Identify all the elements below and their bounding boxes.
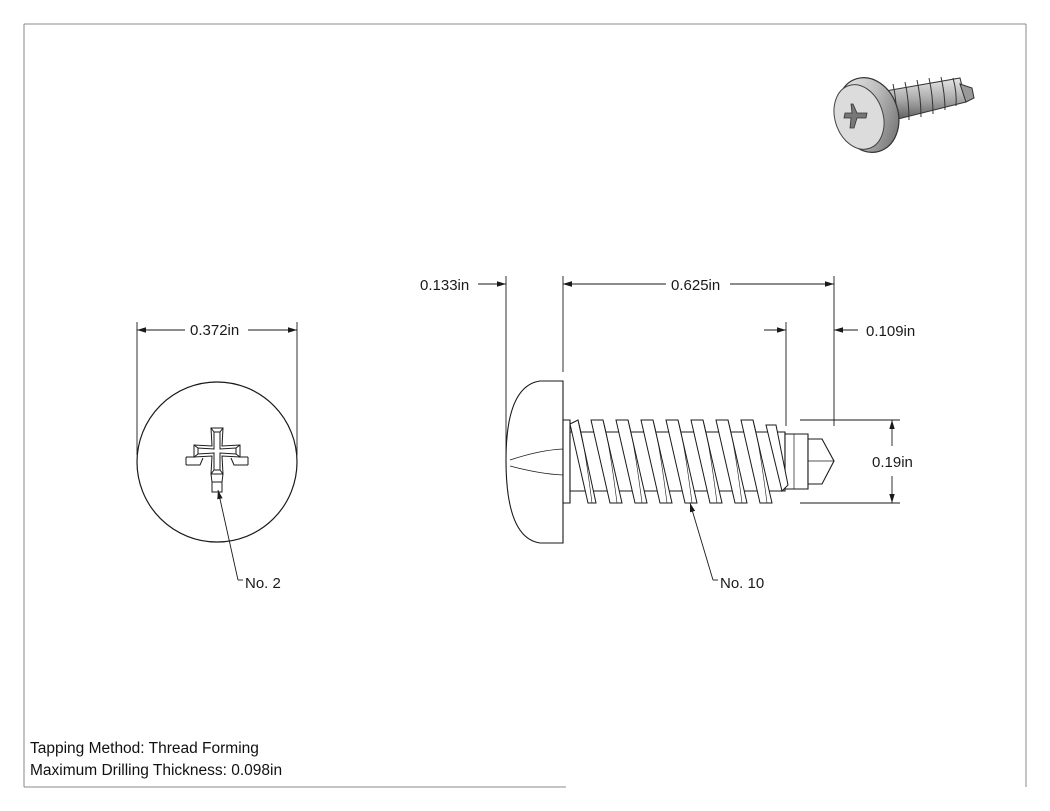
point-length-dimension xyxy=(764,322,858,426)
screw-3d-render-icon xyxy=(833,76,975,153)
screw-side-view xyxy=(505,380,835,544)
drive-callout: No. 2 xyxy=(245,575,281,592)
point-length-label: 0.109in xyxy=(866,323,915,340)
thread-length-dimension xyxy=(563,276,835,322)
sheet-border xyxy=(23,23,1027,788)
max-drilling-note: Maximum Drilling Thickness: 0.098in xyxy=(30,762,283,779)
thread-shading xyxy=(577,419,768,504)
head-diameter-label: 0.372in xyxy=(190,322,239,339)
phillips-recess xyxy=(185,427,249,493)
thread-length-label: 0.625in xyxy=(671,277,720,294)
drive-leader xyxy=(217,489,239,581)
head-height-label: 0.133in xyxy=(420,277,469,294)
thread-leader xyxy=(689,502,714,581)
thread-callout: No. 10 xyxy=(720,575,764,592)
tapping-method-note: Tapping Method: Thread Forming xyxy=(30,740,259,757)
head-end-view: No. 2 xyxy=(136,381,298,592)
major-diameter-label: 0.19in xyxy=(872,454,913,471)
head-diameter-dimension xyxy=(136,322,298,455)
major-diameter-dimension xyxy=(800,419,900,504)
